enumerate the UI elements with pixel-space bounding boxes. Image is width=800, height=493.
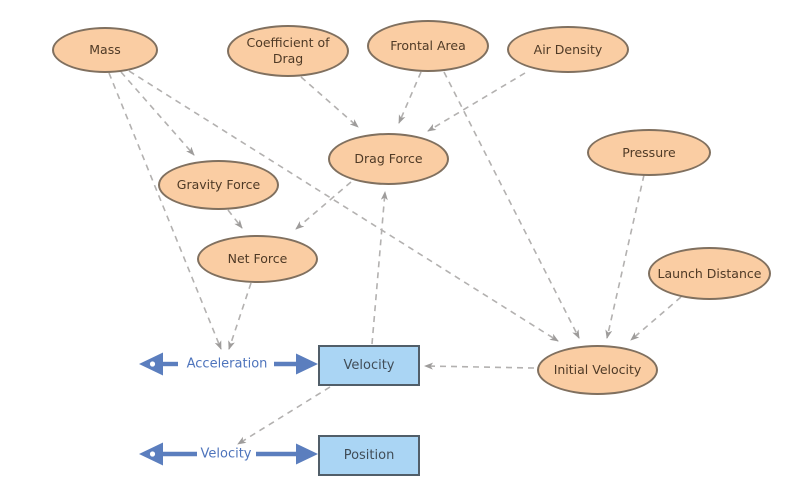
node-initial-velocity[interactable]: Initial Velocity — [537, 345, 658, 395]
node-frontal-area-label: Frontal Area — [390, 38, 466, 54]
node-coefficient-of-drag[interactable]: Coefficient of Drag — [227, 25, 349, 77]
node-position-stock[interactable]: Position — [318, 435, 420, 476]
node-pressure-label: Pressure — [622, 144, 676, 160]
connector-mass-to-acceleration — [108, 72, 222, 350]
node-gravity-force-label: Gravity Force — [176, 177, 261, 193]
connector-drag-force-to-net-force — [295, 181, 352, 230]
connector-pressure-to-initial-velocity — [605, 174, 645, 339]
connector-frontal-area-to-drag-force — [398, 71, 422, 124]
connector-gravity-force-to-net-force — [227, 209, 243, 229]
connector-launch-distance-to-initial-velocity — [630, 296, 682, 341]
connector-air-density-to-drag-force — [427, 72, 526, 132]
velocity-biflow-dot-icon — [149, 451, 156, 457]
node-mass-label: Mass — [89, 42, 121, 58]
node-position-stock-label: Position — [343, 448, 395, 463]
connector-mass-to-initial-velocity — [128, 70, 559, 342]
flow-acceleration-label[interactable]: Acceleration — [186, 356, 268, 372]
node-initial-velocity-label: Initial Velocity — [553, 362, 642, 378]
node-frontal-area[interactable]: Frontal Area — [367, 20, 489, 72]
node-launch-distance[interactable]: Launch Distance — [648, 247, 771, 300]
connector-frontal-area-to-initial-velocity — [443, 71, 580, 339]
connector-initial-velocity-to-velocity — [424, 362, 535, 370]
connector-velocity-to-drag-force — [371, 191, 388, 345]
node-gravity-force[interactable]: Gravity Force — [158, 160, 279, 210]
velocity-flow-right-arrowhead-icon — [296, 443, 318, 465]
connector-net-force-to-acceleration — [228, 282, 252, 350]
connector-mass-to-gravity-force — [120, 71, 195, 156]
node-coefficient-of-drag-label: Coefficient of Drag — [246, 35, 330, 66]
node-air-density-label: Air Density — [533, 41, 603, 57]
acceleration-biflow-dot-icon — [149, 361, 156, 367]
node-drag-force-label: Drag Force — [354, 151, 423, 167]
acceleration-flow-right-arrowhead-icon — [296, 353, 318, 375]
connector-velocity-to-velocity-flow — [237, 386, 331, 445]
node-air-density[interactable]: Air Density — [507, 26, 629, 73]
flow-acceleration-arrow[interactable] — [139, 352, 318, 376]
node-mass[interactable]: Mass — [52, 27, 158, 73]
connector-coefficient-of-drag-to-drag-force — [300, 76, 359, 128]
flow-velocity-arrow[interactable] — [139, 442, 318, 466]
node-pressure[interactable]: Pressure — [587, 129, 711, 176]
node-velocity-stock-label: Velocity — [343, 358, 395, 373]
node-net-force-label: Net Force — [227, 251, 288, 267]
node-velocity-stock[interactable]: Velocity — [318, 345, 420, 386]
flow-velocity-label[interactable]: Velocity — [200, 446, 252, 462]
node-launch-distance-label: Launch Distance — [657, 265, 762, 281]
node-drag-force[interactable]: Drag Force — [328, 133, 449, 185]
node-net-force[interactable]: Net Force — [197, 235, 318, 283]
